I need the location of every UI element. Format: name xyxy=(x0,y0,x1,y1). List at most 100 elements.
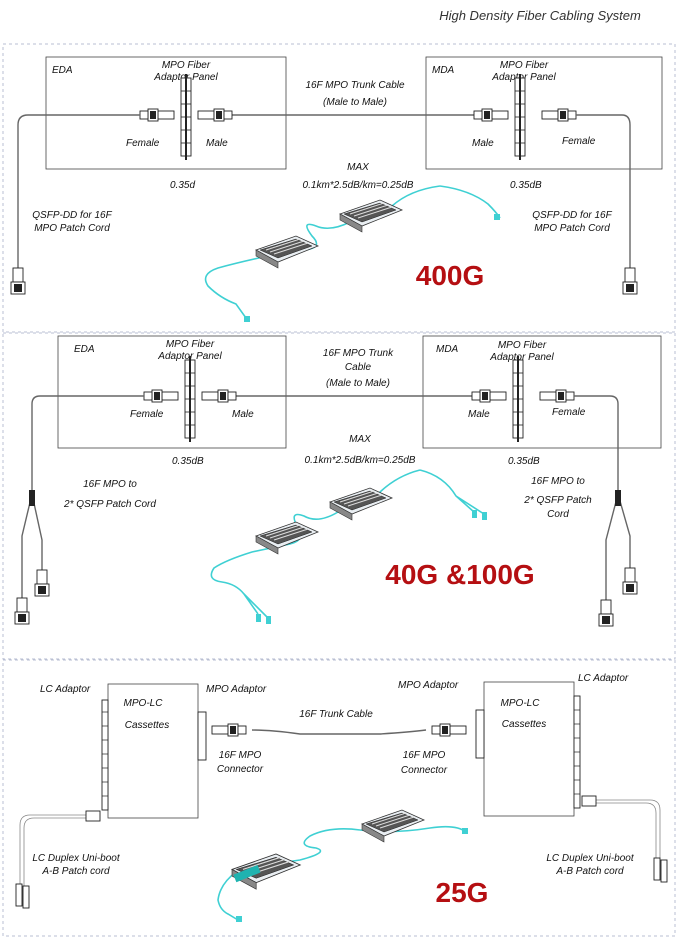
mpo-adaptor-panel-left-2 xyxy=(184,355,196,443)
female-right-label-2: Female xyxy=(552,407,586,418)
cassette-right xyxy=(483,681,575,817)
mda-label: MDA xyxy=(432,65,455,76)
mpo-connector-female-left-2 xyxy=(143,389,179,403)
qsfp-plug-right-b xyxy=(598,599,614,627)
section-400g: EDA MDA MPO Fiber Adaptor Panel MPO Fibe… xyxy=(2,43,676,333)
female-left-label: Female xyxy=(126,138,160,149)
eda-label-2: EDA xyxy=(74,344,95,355)
section-400g-border xyxy=(2,43,676,333)
male-right-label: Male xyxy=(472,138,494,149)
mpo-connector-male-right-2 xyxy=(471,389,507,403)
mpo-connector-female-right xyxy=(541,108,577,122)
patch-cord-right xyxy=(576,114,631,268)
male-right-label-2: Male xyxy=(468,409,490,420)
cord-right-label-2b: 2* QSFP Patch xyxy=(523,495,592,506)
mpo-connector-female-right-2 xyxy=(539,389,575,403)
speed-100g: 40G &100G xyxy=(385,559,534,590)
product-illustration-100g xyxy=(210,469,487,624)
mpo-adaptor-right xyxy=(475,709,485,759)
cord-right-label-3b: Cord xyxy=(547,509,569,520)
female-right-label: Female xyxy=(562,136,596,147)
mpo-adaptor-panel-left xyxy=(180,73,192,161)
mpo-adaptor-panel-right xyxy=(514,73,526,161)
section-100g: EDA MDA MPO Fiber Adaptor Panel MPO Fibe… xyxy=(2,332,676,660)
panel-right-title-1b: MPO Fiber xyxy=(498,340,547,351)
mpo-connector-male-left xyxy=(197,108,233,122)
qsfp-plug-right-a xyxy=(622,567,638,595)
conn-right-label-1: 16F MPO xyxy=(403,750,446,761)
lc-adaptor-strip-left xyxy=(101,699,109,811)
loss-left: 0.35d xyxy=(170,180,195,191)
panel-right-title-2: Adaptor Panel xyxy=(491,72,556,83)
loss-left-2: 0.35dB xyxy=(172,456,204,467)
conn-right-label-2: Connector xyxy=(401,765,448,776)
patch-right-label-1: LC Duplex Uni-boot xyxy=(546,853,634,864)
patch-cord-left xyxy=(17,114,140,268)
mpo-connector-female-left xyxy=(139,108,175,122)
cassette-left-label-1: MPO-LC xyxy=(124,698,164,709)
speed-400g: 400G xyxy=(416,260,485,291)
trunk-label-2b: Cable xyxy=(345,362,372,373)
trunk-label-2: (Male to Male) xyxy=(323,97,387,108)
eda-box xyxy=(45,56,287,170)
diagram-title: High Density Fiber Cabling System xyxy=(439,8,641,23)
mpo-connector-right-25g xyxy=(431,723,467,737)
trunk-cable-25g xyxy=(251,729,427,735)
product-illustration-25g xyxy=(217,809,468,922)
trunk-label-3b: (Male to Male) xyxy=(326,378,390,389)
eda-label: EDA xyxy=(52,65,73,76)
mpo-adaptor-panel-right-2 xyxy=(512,355,524,443)
mpo-adaptor-right-label: MPO Adaptor xyxy=(398,680,459,691)
max-label: MAX xyxy=(347,162,369,173)
male-left-label: Male xyxy=(206,138,228,149)
conn-left-label-1: 16F MPO xyxy=(219,750,262,761)
cord-left-label-2: MPO Patch Cord xyxy=(34,223,110,234)
mpo-connector-male-right xyxy=(473,108,509,122)
male-left-label-2: Male xyxy=(232,409,254,420)
section-25g-border xyxy=(2,659,676,937)
cord-left-label-1b: 16F MPO to xyxy=(83,479,137,490)
lc-patch-cord-left xyxy=(19,814,100,886)
qsfp-plug-left-a xyxy=(34,569,50,597)
cord-right-label-1b: 16F MPO to xyxy=(531,476,585,487)
female-left-label-2: Female xyxy=(130,409,164,420)
cord-left-label-1: QSFP-DD for 16F xyxy=(32,210,112,221)
cord-left-label-2b: 2* QSFP Patch Cord xyxy=(63,499,156,510)
cassette-right-label-1: MPO-LC xyxy=(501,698,541,709)
mpo-adaptor-left xyxy=(197,711,207,761)
patch-right-label-2: A-B Patch cord xyxy=(555,866,624,877)
mpo-connector-left-25g xyxy=(211,723,247,737)
breakout-cord-right xyxy=(574,395,631,600)
panel-left-title-1: MPO Fiber xyxy=(162,60,211,71)
product-illustration-400g xyxy=(204,185,501,322)
qsfp-plug-left-b xyxy=(14,597,30,625)
loss-right: 0.35dB xyxy=(510,180,542,191)
trunk-label-1: 16F MPO Trunk Cable xyxy=(305,80,405,91)
qsfp-dd-plug-right xyxy=(622,267,638,295)
lc-adaptor-left-label: LC Adaptor xyxy=(40,684,91,695)
qsfp-dd-plug-left xyxy=(10,267,26,295)
cord-right-label-2: MPO Patch Cord xyxy=(534,223,610,234)
lc-patch-cord-right xyxy=(582,799,661,860)
trunk-label-1b: 16F MPO Trunk xyxy=(323,348,394,359)
mpo-connector-male-left-2 xyxy=(201,389,237,403)
mda-label-2: MDA xyxy=(436,344,459,355)
max-label-2: MAX xyxy=(349,434,371,445)
patch-left-label-1: LC Duplex Uni-boot xyxy=(32,853,120,864)
breakout-cord-left xyxy=(21,395,144,598)
panel-left-title-1b: MPO Fiber xyxy=(166,339,215,350)
cord-right-label-1: QSFP-DD for 16F xyxy=(532,210,612,221)
cassette-right-label-2: Cassettes xyxy=(502,719,546,730)
lc-adaptor-right-label: LC Adaptor xyxy=(578,673,629,684)
section-100g-border xyxy=(2,332,676,660)
speed-25g: 25G xyxy=(436,877,489,908)
trunk-label-25g: 16F Trunk Cable xyxy=(299,709,373,720)
max-formula: 0.1km*2.5dB/km=0.25dB xyxy=(303,180,414,191)
panel-right-title-2b: Adaptor Panel xyxy=(489,352,554,363)
patch-left-label-2: A-B Patch cord xyxy=(41,866,110,877)
panel-right-title-1: MPO Fiber xyxy=(500,60,549,71)
mpo-adaptor-left-label: MPO Adaptor xyxy=(206,684,267,695)
cassette-left xyxy=(107,683,199,819)
conn-left-label-2: Connector xyxy=(217,764,264,775)
